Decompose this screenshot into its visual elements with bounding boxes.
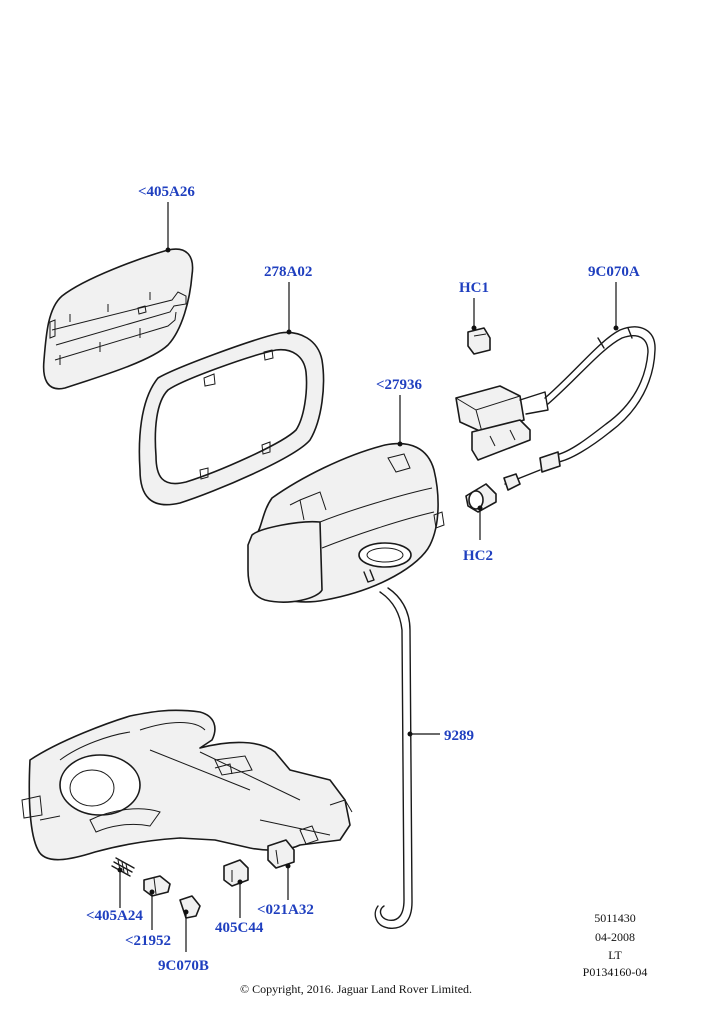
drawing-info-block: 5011430 04-2008 LT P0134160-04 <box>583 911 648 979</box>
label-hc1: HC1 <box>459 280 489 296</box>
label-405a24: <405A24 <box>86 908 143 924</box>
label-9c070a: 9C070A <box>588 264 640 280</box>
label-405a26: <405A26 <box>138 184 195 200</box>
label-278a02: 278A02 <box>264 264 312 280</box>
leader-lines <box>117 202 619 952</box>
info-line-3: LT <box>608 948 622 962</box>
drain-tube-part <box>374 587 413 929</box>
bracket-405c44-part <box>223 859 249 887</box>
copyright-text: © Copyright, 2016. Jaguar Land Rover Lim… <box>240 982 472 996</box>
fuel-flap-cover-part <box>42 248 194 390</box>
label-27936: <27936 <box>376 377 423 393</box>
spring-part <box>111 857 135 877</box>
filler-housing-part <box>247 442 445 603</box>
actuator-cable-part <box>455 326 656 491</box>
filler-pocket-assembly <box>21 709 353 861</box>
cable-cap-hc2-part <box>465 483 497 513</box>
clip-hc1-part <box>467 327 491 355</box>
label-021a32: <021A32 <box>257 902 314 918</box>
info-line-4: P0134160-04 <box>583 965 648 979</box>
info-line-1: 5011430 <box>594 911 636 925</box>
latch-part <box>143 875 171 897</box>
bracket-021a32-part <box>267 839 295 869</box>
label-21952: <21952 <box>125 933 171 949</box>
seal-gasket-part <box>138 331 325 506</box>
label-405c44: 405C44 <box>215 920 264 936</box>
clip-9c070b-part <box>179 895 201 919</box>
info-line-2: 04-2008 <box>595 930 635 944</box>
label-9289: 9289 <box>444 728 474 744</box>
label-9c070b: 9C070B <box>158 958 209 974</box>
label-hc2: HC2 <box>463 548 493 564</box>
